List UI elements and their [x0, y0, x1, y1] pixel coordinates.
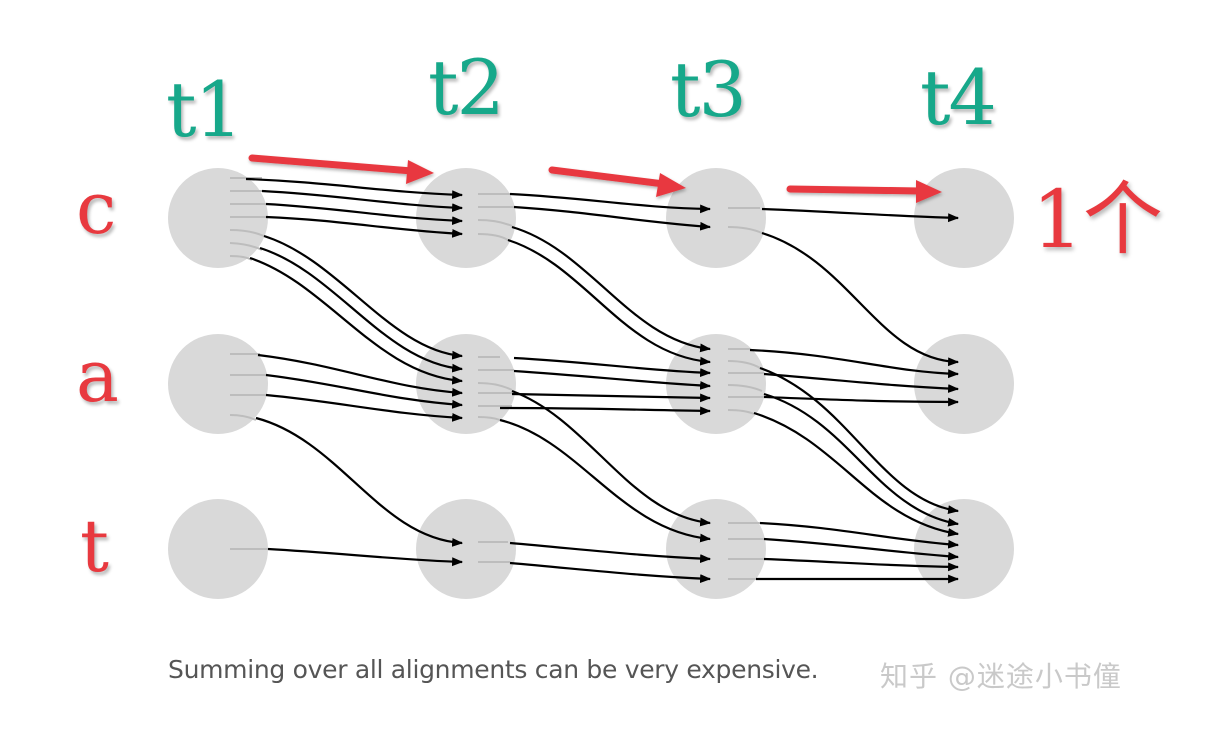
edge-t2a-t3a [513, 356, 712, 377]
edge-t2c-t3a [511, 225, 712, 353]
edge-t2c-t3c [513, 205, 712, 231]
edge-t3t-t4t [763, 557, 960, 572]
alignment-edges [245, 177, 960, 584]
edge-t3a-t4t [763, 392, 960, 527]
edge-t2a-t3a [499, 406, 712, 416]
caption: Summing over all alignments can be very … [168, 655, 819, 684]
column-label-t3: t3 [670, 45, 747, 134]
edge-t3c-t4a [761, 231, 960, 367]
edge-t1c-t2c [245, 177, 464, 200]
edge-t3a-t4a [749, 348, 960, 379]
red-arrow-2 [548, 166, 686, 197]
edge-t3t-t4t [763, 537, 960, 561]
row-label-t: t [80, 504, 109, 588]
edge-t1a-t2a [265, 373, 464, 409]
row-label-c: c [76, 166, 117, 250]
edge-t1c-t2c [265, 215, 464, 238]
edge-t1a-t2t [255, 416, 464, 547]
edge-t1c-t2c [261, 189, 464, 212]
edge-t1a-t2a [257, 353, 464, 397]
node-t2-t [416, 499, 516, 599]
node-stubs [229, 177, 764, 580]
edge-t3a-t4t [759, 366, 960, 514]
red-arrow-3 [786, 180, 942, 203]
edge-t3t-t4t [759, 521, 960, 549]
edge-t1c-t2a [263, 234, 464, 360]
row-label-a: a [76, 334, 119, 418]
path-count-annotation: 1个 [1032, 173, 1163, 266]
column-label-t2: t2 [428, 43, 505, 132]
edge-t2c-t3c [509, 192, 712, 214]
node-t1-c [168, 168, 268, 268]
edge-t3c-t4c [761, 207, 960, 223]
watermark: 知乎 @迷途小书僮 [880, 660, 1122, 693]
edge-t1c-t2c [265, 202, 464, 225]
column-label-t4: t4 [920, 53, 997, 142]
node-t1-t [168, 499, 268, 599]
red-arrow-1 [248, 154, 434, 184]
highlight-path-arrows [248, 154, 942, 203]
node-t3-t [666, 499, 766, 599]
column-label-t1: t1 [166, 65, 243, 154]
edge-t3a-t4a [763, 395, 960, 407]
edge-t2t-t3t [509, 561, 712, 583]
edge-t2t-t3t [509, 541, 712, 563]
edge-t1c-t2a [249, 256, 464, 385]
edge-t2c-t3a [507, 238, 712, 366]
edge-t3a-t4a [763, 372, 960, 393]
node-t4-a [914, 334, 1014, 434]
node-t3-c [666, 168, 766, 268]
node-t2-a [416, 334, 516, 434]
edge-t2a-t3t [511, 389, 712, 527]
node-t1-a [168, 334, 268, 434]
edge-t2a-t3t [499, 418, 712, 543]
edge-t1a-t2a [265, 393, 464, 422]
edge-t1c-t2a [259, 246, 464, 373]
edge-t2a-t3a [513, 369, 712, 390]
node-t2-c [416, 168, 516, 268]
edge-t1t-t2t [267, 547, 464, 567]
edge-t3a-t4t [753, 411, 960, 537]
node-t4-t [914, 499, 1014, 599]
edge-t2a-t3a [511, 392, 712, 403]
